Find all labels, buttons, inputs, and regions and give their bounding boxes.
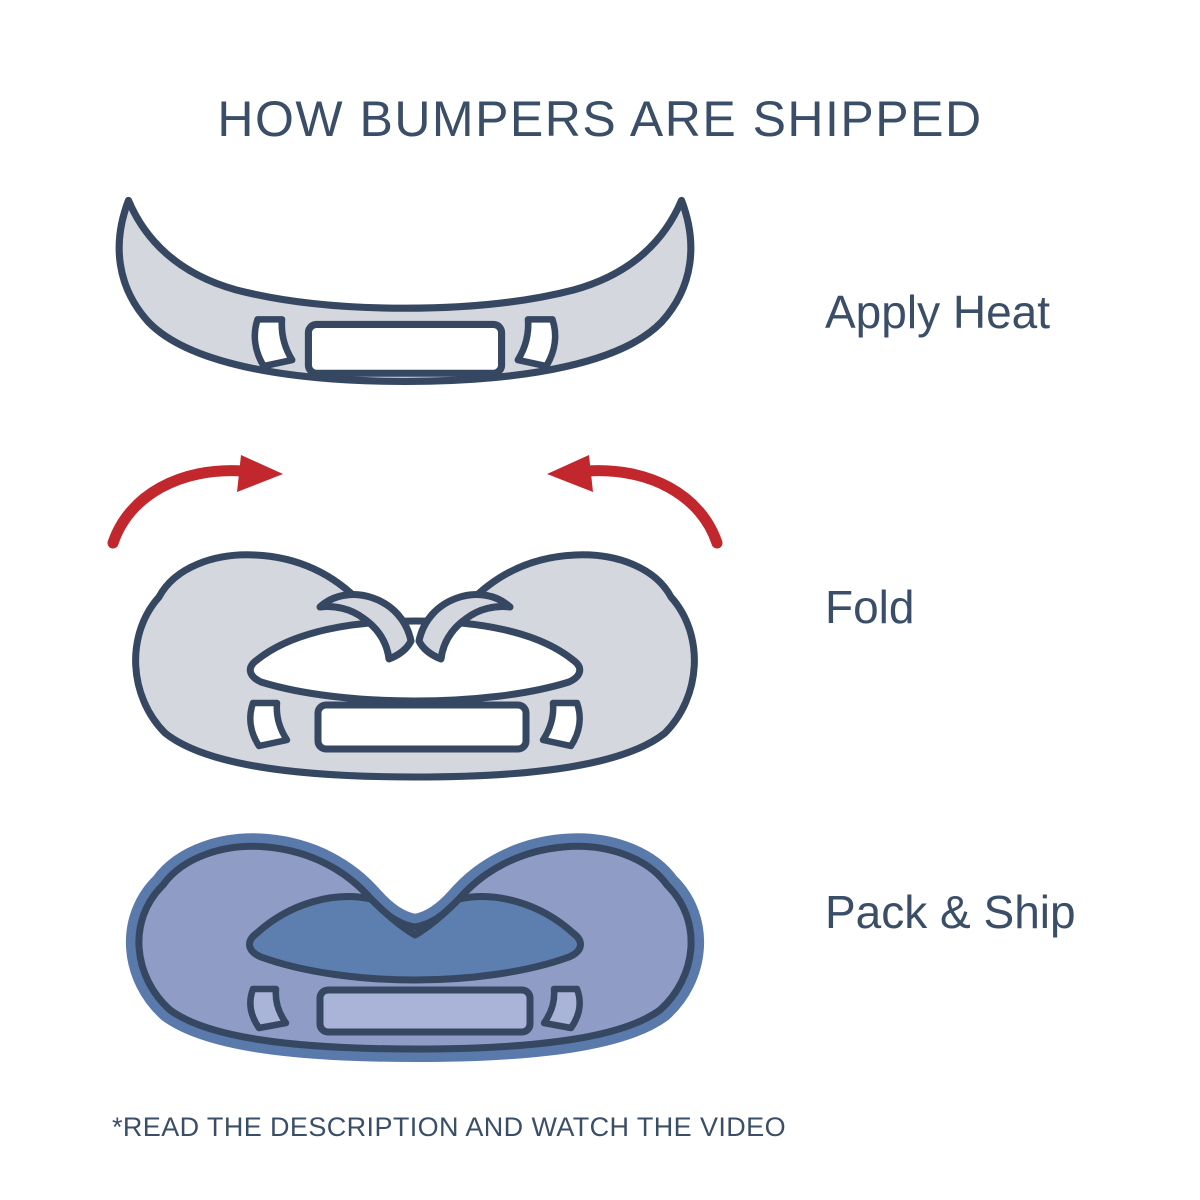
left-vent-cutout <box>247 985 290 1032</box>
grille-cutout <box>304 320 506 377</box>
fold-arrow-right <box>581 465 723 549</box>
grille-cutout <box>314 701 530 753</box>
footnote: *READ THE DESCRIPTION AND WATCH THE VIDE… <box>112 1112 786 1142</box>
right-vent-cutout <box>514 316 559 370</box>
left-vent-cutout <box>251 316 296 370</box>
page-title: HOW BUMPERS ARE SHIPPED <box>217 91 983 147</box>
step-label-pack-ship: Pack & Ship <box>825 886 1076 938</box>
bumper-fold-illustration <box>107 455 723 781</box>
bumper-packed-illustration <box>125 833 705 1062</box>
fold-arrow-left <box>107 465 249 549</box>
packed-opening <box>246 893 584 984</box>
left-vent-cutout <box>247 699 291 750</box>
grille-cutout <box>316 986 534 1036</box>
right-vent-cutout <box>540 985 583 1032</box>
curled-tip-left <box>316 591 415 663</box>
right-vent-cutout <box>539 699 583 750</box>
step-label-fold: Fold <box>825 581 915 633</box>
fold-arrow-right-head <box>547 455 593 492</box>
curled-tip-right <box>415 591 514 663</box>
bumper-flat-illustration <box>115 196 695 385</box>
step-label-apply-heat: Apply Heat <box>825 286 1051 338</box>
fold-arrow-left-head <box>237 455 283 492</box>
